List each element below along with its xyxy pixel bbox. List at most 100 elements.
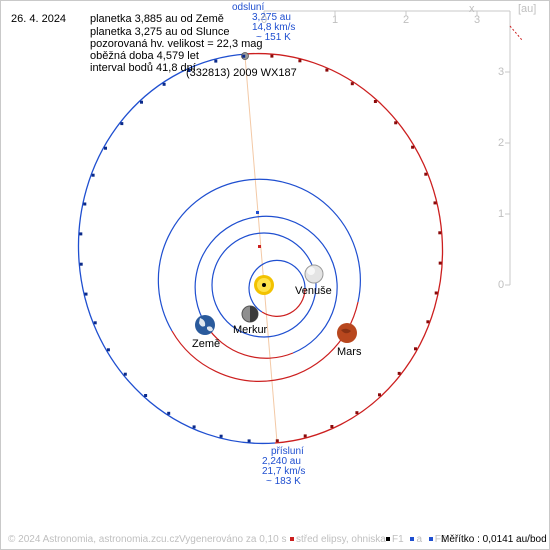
axis-unit-label: [au]: [518, 3, 537, 15]
orbit-point: [355, 411, 359, 415]
y-tick-3: 3: [498, 66, 505, 78]
mars-icon: [337, 323, 357, 343]
perihelion-distance: 2,240 au: [262, 456, 301, 467]
legend-blue-square-icon: [410, 536, 415, 541]
orbit-point: [414, 347, 417, 351]
x-tick-1: 1: [332, 14, 339, 26]
date-label: 26. 4. 2024: [11, 13, 67, 25]
y-tick-0: 0: [498, 279, 505, 291]
orbit-point: [192, 425, 196, 429]
orbit-point: [275, 439, 279, 443]
earth-icon: [195, 315, 215, 335]
asteroid-orbit-red: [245, 52, 444, 444]
mars-orbit-blue: [157, 178, 361, 332]
legend-blue-square-icon-2: [428, 536, 433, 541]
orbit-point: [424, 172, 428, 176]
mercury-label: Merkur: [233, 324, 268, 336]
mercury-orbit-blue: [248, 259, 306, 313]
orbit-point: [303, 434, 307, 438]
x-axis-name: x: [469, 3, 475, 15]
venus-label: Venuše: [295, 285, 332, 297]
mercury-orbit-red: [261, 288, 306, 317]
orbit-point: [242, 54, 246, 58]
y-axis-ticks: [505, 71, 510, 286]
legend-red-square-icon: [290, 536, 294, 541]
x-axis-ticks: [263, 11, 478, 16]
orbit-point: [123, 372, 127, 376]
orbit-point: [438, 231, 442, 235]
point-interval-text: interval bodů 41,8 dní: [90, 62, 196, 74]
orbit-point: [79, 262, 83, 266]
x-tick-0: 0: [261, 14, 268, 26]
asteroid-orbit-points-blue: [79, 54, 251, 443]
orbit-point: [83, 202, 87, 206]
orbit-point: [219, 434, 223, 438]
orbit-point: [411, 145, 415, 149]
orbit-point: [93, 321, 97, 325]
orbit-point: [298, 59, 302, 63]
orbit-point: [378, 393, 381, 397]
y-tick-1: 1: [498, 208, 505, 220]
orbit-point: [426, 320, 430, 324]
mars-orbit-center-marker: [258, 245, 261, 248]
apsidal-line: [244, 55, 278, 443]
venus-orbit: [211, 232, 317, 338]
orbit-point: [91, 173, 95, 177]
orbit-point: [270, 54, 274, 58]
orbit-point: [167, 411, 171, 415]
orbit-point: [247, 439, 251, 443]
orbit-point: [84, 292, 88, 296]
orbit-point: [397, 371, 401, 375]
orbit-point: [438, 261, 442, 265]
scale-text: Měřítko : 0,0141 au/bod: [441, 534, 547, 545]
orbit-point: [325, 68, 329, 72]
orbital-period-text: oběžná doba 4,579 let: [90, 50, 199, 62]
sun-icon: [254, 275, 274, 295]
earth-label: Země: [192, 338, 221, 350]
orbit-point: [162, 82, 166, 86]
orbit-point: [144, 394, 148, 397]
perihelion-title: přísluní: [271, 446, 304, 457]
magnitude-text: pozorovaná hv. velikost = 22,3 mag: [90, 38, 263, 50]
legend-ellipse: střed elipsy, ohniska: [286, 535, 386, 545]
orbit-point: [140, 100, 143, 104]
legend-black-square-icon: [386, 536, 390, 541]
generation-time-text: Vygenerováno za 0,10 s: [179, 534, 287, 545]
perihelion-speed: 21,7 km/s: [262, 466, 306, 477]
asteroid-orbit-points-red: [270, 54, 442, 443]
orbit-point: [394, 121, 398, 125]
earth-distance-text: planetka 3,885 au od Země: [90, 13, 224, 25]
orbit-point: [214, 59, 218, 63]
y-tick-2: 2: [498, 137, 505, 149]
orbit-point: [79, 232, 83, 236]
aphelion-title: odsluní: [232, 2, 265, 13]
orbit-point: [350, 82, 354, 86]
mars-label: Mars: [337, 346, 362, 358]
legend-foci: F1 a F2: [382, 535, 446, 545]
orbit-point: [106, 348, 110, 352]
orbit-point: [120, 122, 124, 126]
corner-marker: [509, 25, 523, 41]
x-tick-3: 3: [474, 14, 481, 26]
aphelion-speed: 14,8 km/s: [252, 22, 296, 33]
earth-orbit-blue: [194, 215, 338, 354]
orbit-point: [373, 100, 377, 103]
asteroid-orbit-blue: [77, 53, 276, 445]
earth-orbit-center-marker: [256, 211, 259, 214]
sun-distance-text: planetka 3,275 au od Slunce: [90, 26, 230, 38]
venus-icon: [304, 264, 324, 284]
aphelion-distance: 3,275 au: [252, 12, 291, 23]
copyright-text: © 2024 Astronomia, astronomia.zcu.cz: [8, 534, 180, 545]
aphelion-temperature: ~ 151 K: [256, 32, 291, 43]
perihelion-temperature: ~ 183 K: [266, 476, 301, 487]
mercury-icon: [241, 305, 259, 323]
orbit-point: [104, 146, 107, 150]
orbit-point: [187, 69, 191, 72]
orbit-point: [433, 201, 437, 205]
earth-orbit-red: [205, 324, 294, 359]
x-tick-2: 2: [403, 14, 410, 26]
orbit-point: [434, 291, 438, 295]
asteroid-name-label: (332813) 2009 WX187: [186, 67, 297, 79]
